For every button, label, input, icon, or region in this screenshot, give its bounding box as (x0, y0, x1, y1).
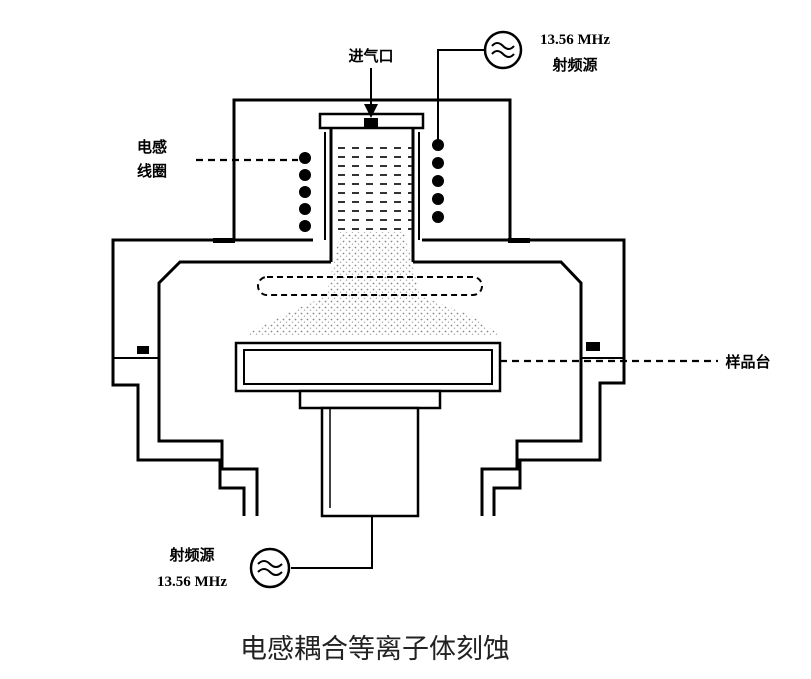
seal-right (508, 238, 530, 243)
rf-top-frequency: 13.56 MHz (540, 32, 610, 48)
coil-label-line2: 线圈 (137, 162, 167, 180)
stage-pedestal (320, 406, 420, 518)
rf-bottom-frequency: 13.56 MHz (157, 574, 227, 590)
ac-wave-circle-icon (491, 42, 515, 58)
rf-bottom-source (249, 547, 291, 589)
coil-turn-icon (299, 220, 311, 232)
ac-wave-circle-icon (257, 560, 283, 576)
down-arrow-icon (364, 68, 378, 118)
port-left (137, 346, 149, 354)
figure-caption: 电感耦合等离子体刻蚀 (240, 634, 510, 665)
rf-top-feed (437, 49, 484, 142)
rf-top-name: 射频源 (551, 56, 597, 74)
plasma-cloud (245, 232, 500, 335)
seal-left (213, 238, 235, 243)
sample-stage-top (243, 349, 493, 385)
plasma-tube-dashes (332, 140, 412, 232)
sample-stage-label: 样品台 (725, 353, 770, 371)
coil-turn-icon (432, 193, 444, 205)
outer-chamber-wall (111, 238, 626, 516)
coil-turn-icon (299, 203, 311, 215)
stage-support (298, 389, 442, 410)
port-right (586, 342, 600, 351)
coil-right (432, 139, 444, 223)
coil-turn-icon (432, 157, 444, 169)
coil-label-line1: 电感 (137, 138, 167, 156)
rf-bottom-feed (291, 516, 373, 569)
quartz-tube-inner (324, 132, 420, 240)
quartz-tube (329, 128, 415, 262)
rf-bottom-name: 射频源 (168, 546, 214, 564)
coil-turn-icon (432, 139, 444, 151)
coil-turn-icon (432, 175, 444, 187)
gas-nozzle (364, 118, 378, 128)
inner-chamber-wall (157, 260, 583, 516)
coil-turn-icon (299, 169, 311, 181)
coil-turn-icon (299, 152, 311, 164)
gas-ring (257, 276, 483, 296)
coil-turn-icon (299, 186, 311, 198)
coil-left (299, 152, 311, 232)
gas-inlet-label: 进气口 (348, 47, 393, 65)
coil-turn-icon (432, 211, 444, 223)
rf-top-source (483, 30, 523, 70)
